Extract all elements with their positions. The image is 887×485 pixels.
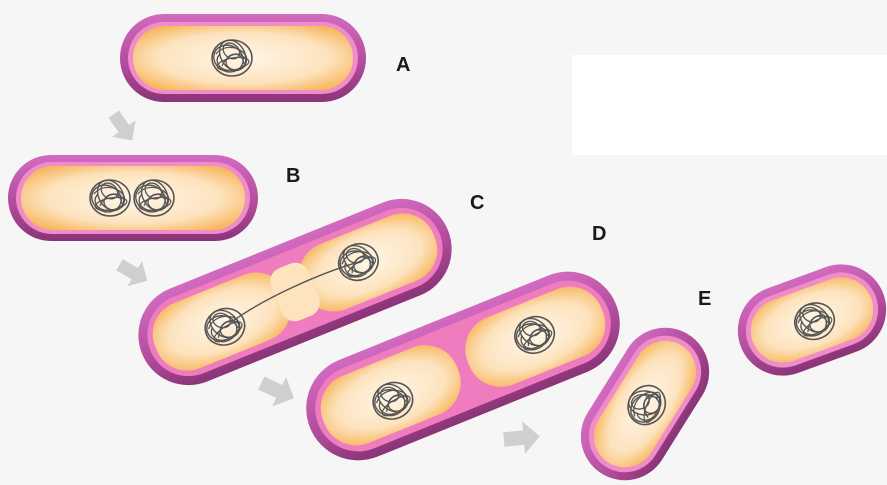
label-e: E bbox=[698, 288, 711, 310]
label-b: B bbox=[286, 165, 300, 187]
label-d: D bbox=[592, 223, 606, 245]
cell-a bbox=[120, 14, 366, 102]
label-c: C bbox=[470, 192, 484, 214]
label-a: A bbox=[396, 54, 410, 76]
blank-region bbox=[572, 55, 887, 155]
cell-b bbox=[8, 155, 258, 241]
